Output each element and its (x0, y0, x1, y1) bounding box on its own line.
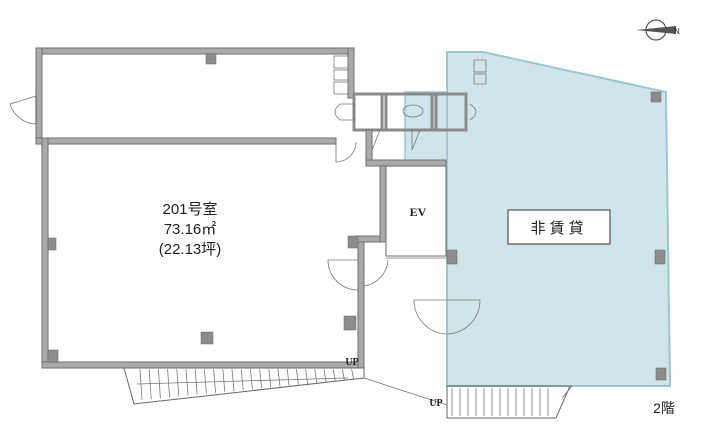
room-number: 201号室 (162, 201, 217, 218)
room-201-door (327, 258, 389, 291)
stair-tread (332, 368, 336, 382)
non-leasable-area-extension (404, 91, 448, 163)
non-leasable-label: 非賃貸 (530, 220, 587, 237)
lobby-door (413, 299, 481, 335)
stairs-lower (363, 377, 573, 419)
stair-tread (222, 368, 226, 392)
stairs-up-label-top: UP (345, 357, 358, 368)
stair-tread (194, 368, 198, 395)
stair-tread (296, 368, 299, 385)
stair-tread (204, 368, 207, 394)
columns (47, 53, 667, 381)
room-tsubo: (22.13坪) (159, 241, 222, 258)
non-leasable-label-box (507, 209, 611, 245)
stair-tread (268, 368, 272, 388)
stair-tread (185, 368, 189, 396)
stair-tread (323, 368, 327, 383)
wc-core (334, 59, 487, 132)
stair-tread (277, 368, 281, 387)
stair-tread (351, 368, 354, 380)
upper-room-walls (35, 47, 355, 145)
stair-tread (314, 368, 318, 383)
stair-tread (139, 368, 143, 401)
stairs-up-label-bottom: UP (429, 398, 442, 409)
north-arrow-icon: N (636, 19, 680, 41)
elevator-shaft (385, 165, 447, 259)
stair-tread (231, 368, 235, 392)
stair-tread (148, 368, 152, 400)
svg-text:N: N (674, 27, 680, 36)
stair-tread (250, 368, 253, 390)
stair-tread (305, 368, 308, 384)
upper-kitchenette (333, 55, 349, 95)
left-door (9, 95, 37, 125)
stair-tread (286, 368, 290, 386)
stair-tread (240, 368, 244, 391)
stair-tread (259, 368, 262, 389)
stair-tread (342, 368, 345, 381)
stair-tread (158, 368, 161, 399)
stair-tread (176, 368, 180, 397)
stair-tread (213, 368, 216, 393)
room-area: 73.16㎡ (164, 221, 217, 238)
stair-tread (167, 368, 170, 398)
stairs-upper (123, 367, 365, 405)
elevator-label: EV (410, 205, 427, 219)
floor-label: 2階 (653, 400, 675, 416)
